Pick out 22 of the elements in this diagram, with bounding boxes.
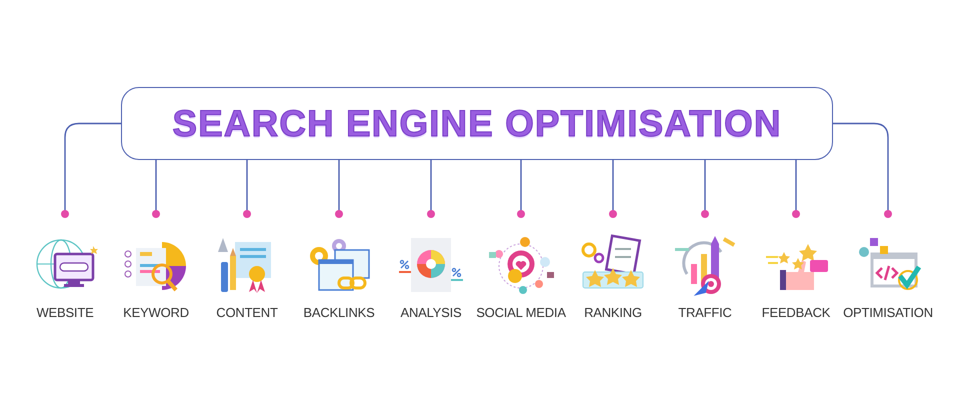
title-text: SEARCH ENGINE OPTIMISATION xyxy=(172,105,782,142)
topic-label: CONTENT xyxy=(216,306,278,319)
title-box xyxy=(121,87,833,160)
topic-label: TRAFFIC xyxy=(678,306,732,319)
connector-line xyxy=(427,160,435,218)
connector-line xyxy=(517,160,525,218)
topic-label: SOCIAL MEDIA xyxy=(476,306,566,319)
topic-label: WEBSITE xyxy=(36,306,94,319)
connector-line xyxy=(792,160,800,218)
topic-label: OPTIMISATION xyxy=(843,306,933,319)
topic-label: KEYWORD xyxy=(123,306,189,319)
connector-line xyxy=(243,160,251,218)
connector-line xyxy=(335,160,343,218)
connector-line xyxy=(609,160,617,218)
connector-line xyxy=(833,122,892,218)
connector-line xyxy=(61,122,121,218)
topic-label: ANALYSIS xyxy=(400,306,462,319)
topic-label: BACKLINKS xyxy=(303,306,375,319)
connector-line xyxy=(701,160,709,218)
topic-label: FEEDBACK xyxy=(762,306,830,319)
connector-line xyxy=(152,160,160,218)
topic-label: RANKING xyxy=(584,306,642,319)
